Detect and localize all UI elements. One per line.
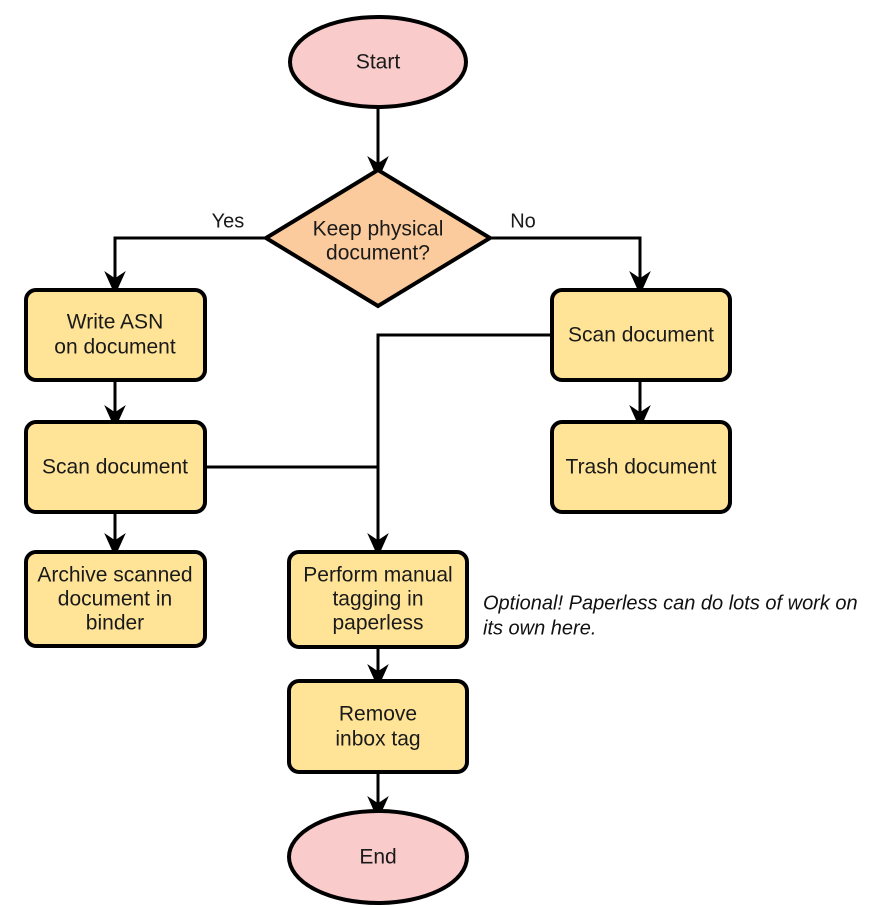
trash-document-box-shape (550, 420, 732, 514)
remove-inbox-tag-box-shape (287, 679, 469, 774)
note-optional-paperless: Optional! Paperless can do lots of work … (483, 592, 858, 639)
node-archive-scanned-document[interactable]: Archive scanned document in binder (24, 550, 207, 648)
end-ellipse-shape (287, 809, 469, 905)
edge-decision-no-to-scan-right (490, 236, 651, 296)
scan-document-right-label: Scan document (568, 324, 714, 347)
end-label: End (359, 846, 396, 869)
scan-document-right-box-shape (550, 288, 732, 382)
archive-label-line3: binder (86, 612, 144, 635)
node-trash-document[interactable]: Trash document (550, 420, 732, 514)
archive-label-line1: Archive scanned (37, 564, 192, 587)
node-decision-keep-physical-document[interactable]: Keep physical document? (262, 167, 494, 309)
start-label: Start (356, 51, 401, 74)
write-asn-box-shape (24, 288, 207, 382)
scan-document-left-box-shape (24, 420, 207, 514)
edge-scan-right-to-tagging (367, 333, 552, 558)
tagging-label-line3: paperless (332, 612, 423, 635)
start-ellipse-shape (288, 15, 468, 109)
edge-decision-yes-to-write-asn (104, 236, 266, 296)
node-write-asn-on-document[interactable]: Write ASN on document (24, 288, 207, 382)
node-perform-manual-tagging[interactable]: Perform manual tagging in paperless (287, 550, 469, 649)
trash-document-label: Trash document (566, 456, 717, 479)
remove-inbox-tag-label-line1: Remove (339, 703, 417, 726)
tagging-box-shape (287, 550, 469, 649)
remove-inbox-tag-label-line2: inbox tag (335, 728, 420, 751)
write-asn-label-line1: Write ASN (67, 311, 163, 334)
node-scan-document-right[interactable]: Scan document (550, 288, 732, 382)
scan-document-left-label: Scan document (42, 456, 188, 479)
edges-layer (104, 103, 651, 821)
edge-label-no: No (510, 210, 536, 232)
archive-box-shape (24, 550, 207, 648)
decision-label-line1: Keep physical (313, 218, 444, 241)
node-start[interactable]: Start (288, 15, 468, 109)
decision-label-line2: document? (326, 242, 430, 265)
note-line2: its own here. (483, 617, 596, 639)
tagging-label-line1: Perform manual (303, 564, 452, 587)
node-scan-document-left[interactable]: Scan document (24, 420, 207, 514)
archive-label-line2: document in (58, 588, 172, 611)
edge-labels-layer: Yes No (212, 210, 536, 232)
tagging-label-line2: tagging in (332, 588, 423, 611)
write-asn-label-line2: on document (54, 336, 176, 359)
note-line1: Optional! Paperless can do lots of work … (483, 592, 858, 614)
edge-label-yes: Yes (212, 210, 245, 232)
decision-diamond-shape (262, 167, 494, 309)
node-remove-inbox-tag[interactable]: Remove inbox tag (287, 679, 469, 774)
node-end[interactable]: End (287, 809, 469, 905)
